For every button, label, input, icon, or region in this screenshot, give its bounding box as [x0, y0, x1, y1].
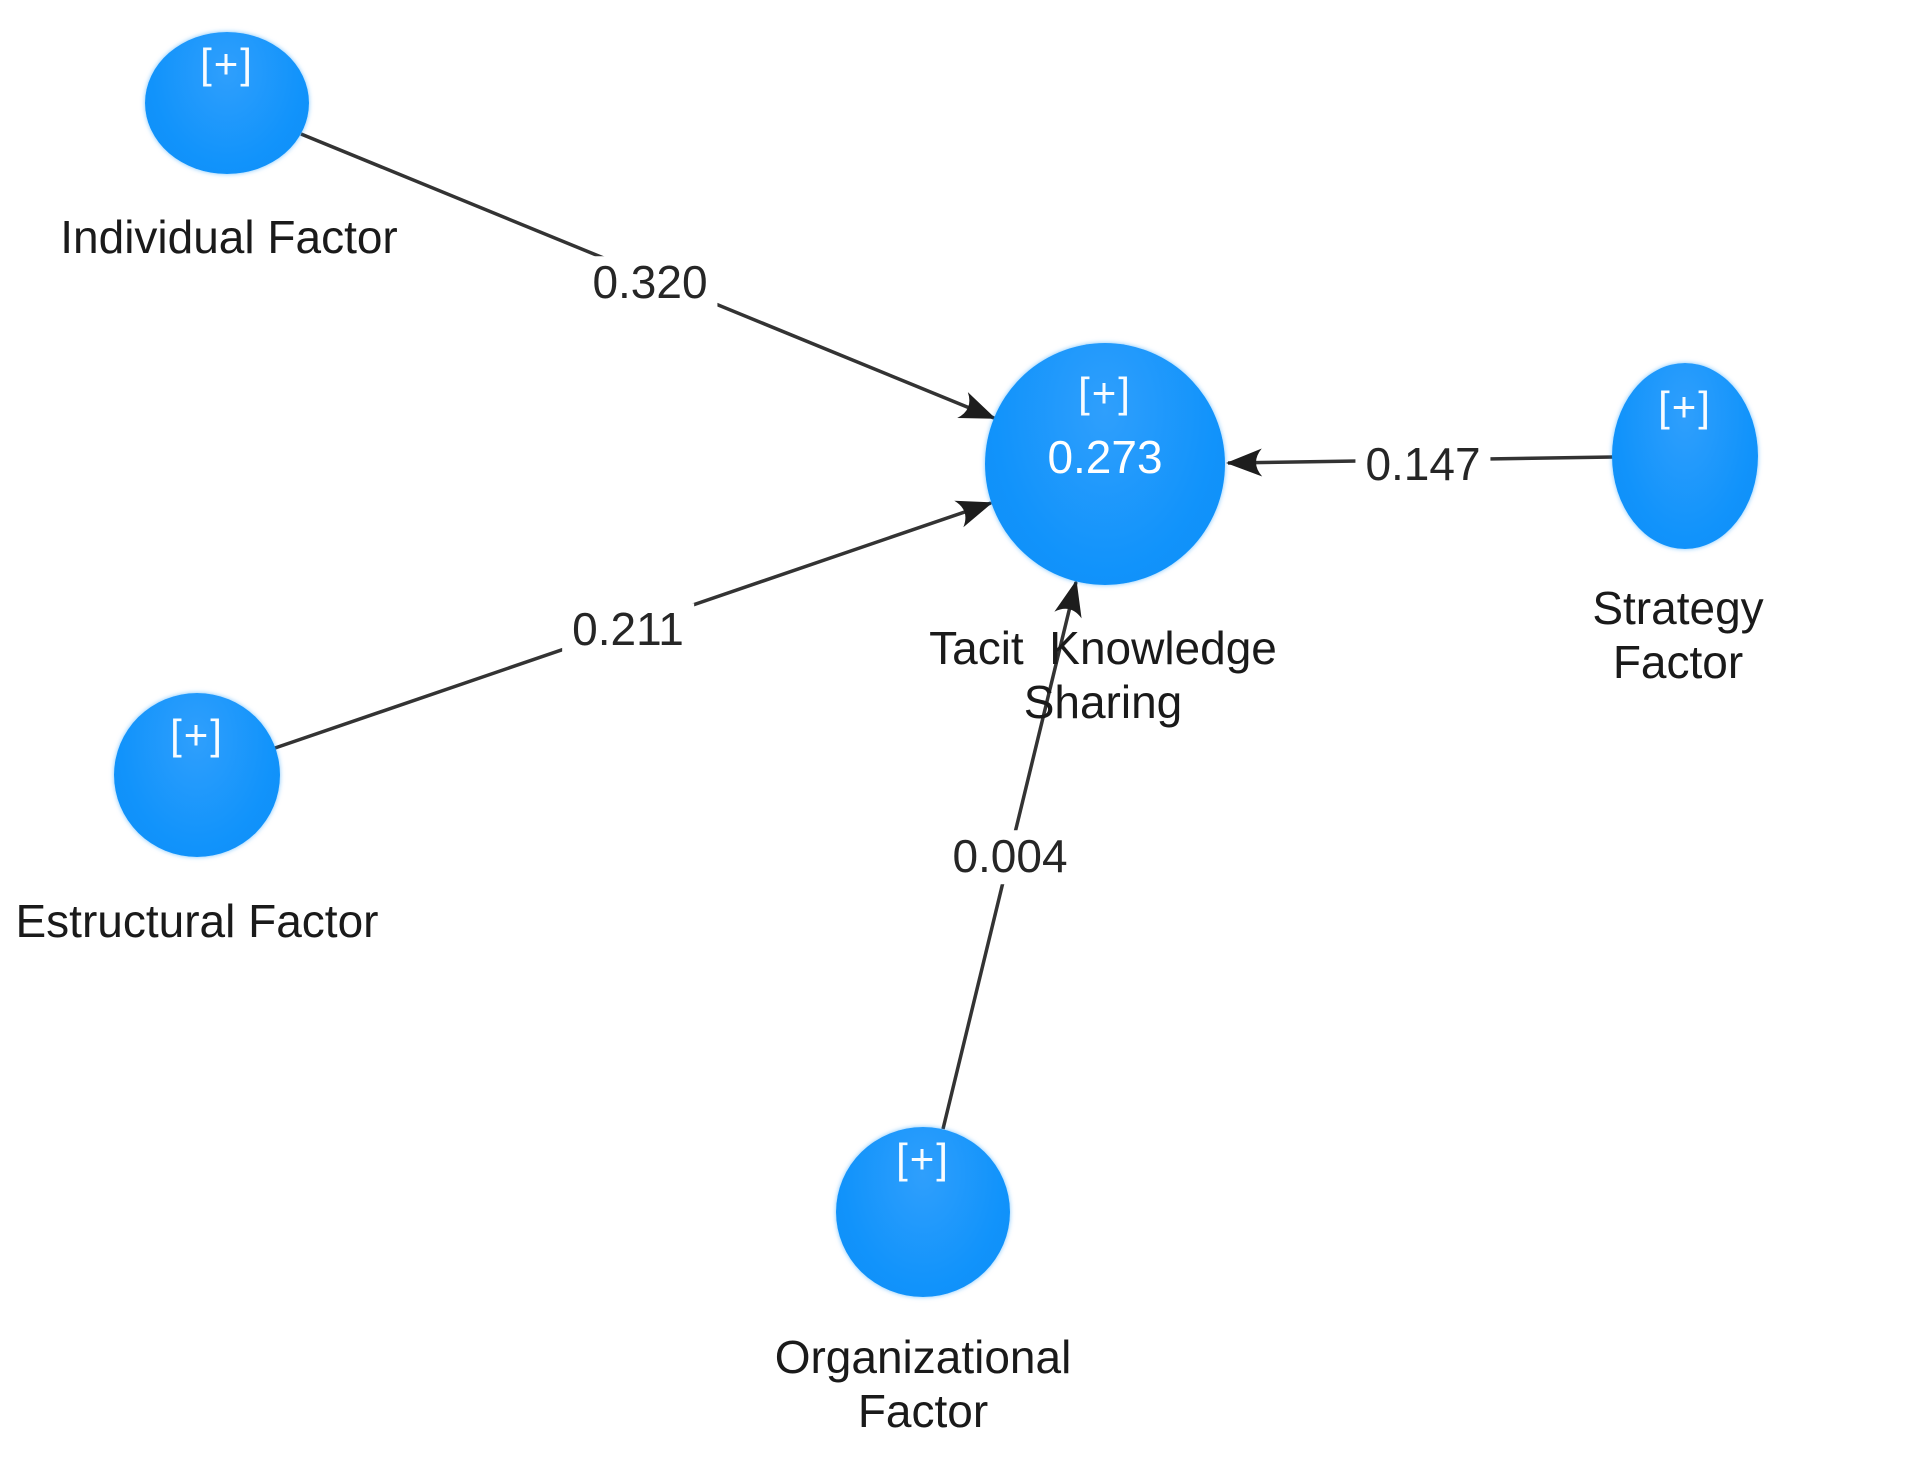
- node-caption-strategy-factor: Strategy Factor: [1592, 582, 1777, 688]
- path-coefficient-organizational-to-tacit[interactable]: 0.004: [942, 830, 1078, 884]
- node-organizational-factor[interactable]: [+]: [836, 1127, 1010, 1297]
- expand-icon[interactable]: [+]: [200, 40, 254, 87]
- node-individual-factor[interactable]: [+]: [145, 32, 309, 174]
- node-estructural-factor[interactable]: [+]: [114, 693, 280, 857]
- node-caption-tacit-knowledge-sharing: Tacit Knowledge Sharing: [929, 622, 1277, 728]
- r-square-value: 0.273: [1047, 431, 1163, 483]
- path-coefficient-estructural-to-tacit[interactable]: 0.211: [562, 603, 694, 657]
- node-tacit-knowledge-sharing[interactable]: [+] 0.273: [985, 343, 1225, 585]
- node-caption-organizational-factor: Organizational Factor: [774, 1331, 1072, 1437]
- expand-icon[interactable]: [+]: [1078, 369, 1132, 416]
- node-strategy-factor[interactable]: [+]: [1612, 363, 1758, 549]
- node-caption-individual-factor: Individual Factor: [60, 211, 398, 263]
- path-coefficient-individual-to-tacit[interactable]: 0.320: [582, 256, 718, 310]
- node-caption-estructural-factor: Estructural Factor: [15, 895, 379, 947]
- path-coefficient-strategy-to-tacit[interactable]: 0.147: [1355, 438, 1491, 492]
- expand-icon[interactable]: [+]: [896, 1135, 950, 1182]
- expand-icon[interactable]: [+]: [170, 711, 224, 758]
- expand-icon[interactable]: [+]: [1658, 383, 1712, 430]
